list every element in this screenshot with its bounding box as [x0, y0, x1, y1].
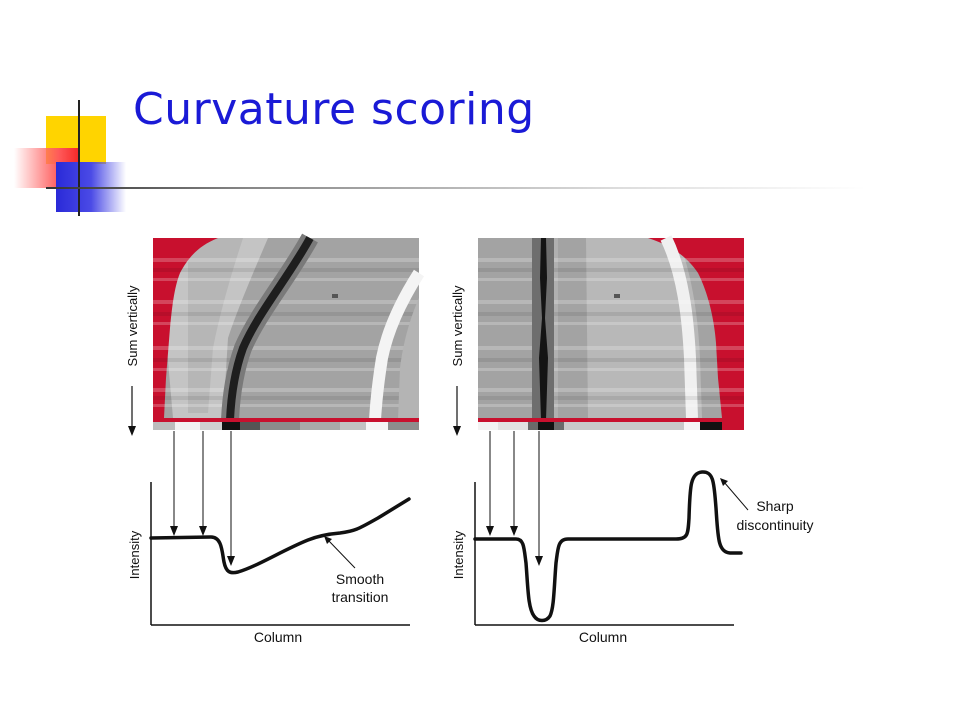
- right-intensity-curve: [473, 470, 743, 623]
- left-annotation-line1: Smooth: [336, 571, 384, 587]
- left-drop-arrowheads: [170, 526, 235, 566]
- right-sum-vertically-label: Sum vertically: [450, 285, 465, 366]
- left-heatmap: [153, 233, 425, 430]
- left-annotation-line2: transition: [332, 589, 389, 605]
- right-drop-arrows: [489, 431, 540, 558]
- left-panel: Sum vertically Smooth transition Column …: [125, 233, 425, 645]
- right-heatmap: [478, 235, 744, 430]
- left-y-axis-label: Intensity: [127, 530, 142, 579]
- curvature-figure: Sum vertically Smooth transition Column …: [118, 218, 825, 664]
- title-underline: [46, 187, 866, 189]
- right-drop-arrowheads: [486, 526, 543, 566]
- right-sum-arrow-head: [453, 426, 461, 436]
- right-panel: Sum vertically Sharp discontinuity Colum…: [450, 235, 814, 645]
- slide-title: Curvature scoring: [133, 84, 535, 135]
- right-y-axis-label: Intensity: [451, 530, 466, 579]
- right-annotation-pointer: [723, 481, 749, 511]
- left-drop-arrows: [173, 431, 232, 558]
- left-sum-arrow-head: [128, 426, 136, 436]
- left-sum-vertically-label: Sum vertically: [125, 285, 140, 366]
- right-x-axis-label: Column: [579, 629, 627, 645]
- left-annotation-arrowhead: [324, 536, 332, 544]
- right-annotation-line1: Sharp: [756, 498, 794, 514]
- left-x-axis-label: Column: [254, 629, 302, 645]
- right-annotation-arrowhead: [720, 478, 728, 486]
- left-intensity-curve: [149, 497, 411, 575]
- right-annotation-line2: discontinuity: [736, 517, 813, 533]
- decor-vertical-line: [78, 100, 80, 216]
- left-annotation-pointer: [327, 539, 356, 569]
